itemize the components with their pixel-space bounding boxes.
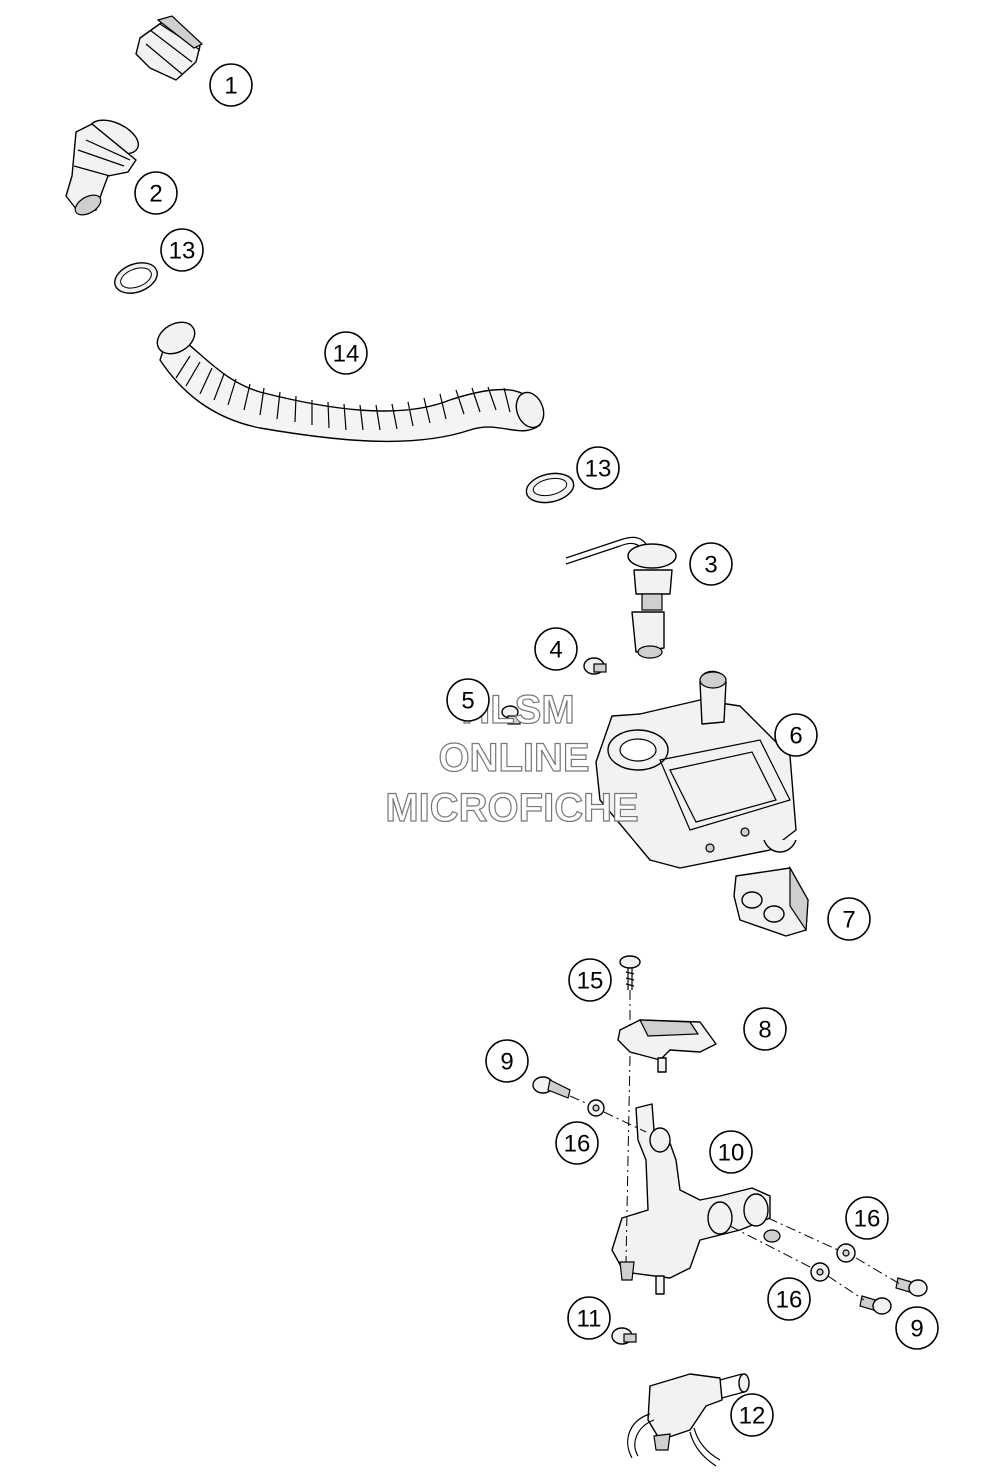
- watermark-line-2: ONLINE: [438, 736, 589, 780]
- part-14-hose: [156, 321, 545, 443]
- callout-12: 12: [730, 1393, 774, 1437]
- part-8-module: [617, 1019, 717, 1073]
- callout-15-label: 15: [577, 968, 604, 995]
- callout-7-label: 7: [842, 907, 855, 934]
- callout-16-right-upper-label: 16: [854, 1206, 881, 1233]
- part-9-bolt-left: [532, 1076, 571, 1099]
- callout-6-label: 6: [789, 723, 802, 750]
- callout-14-label: 14: [333, 341, 360, 368]
- callout-16-left-label: 16: [564, 1131, 591, 1158]
- callout-10-label: 10: [718, 1140, 745, 1167]
- callout-9-left: 9: [485, 1039, 529, 1083]
- part-13-clamp-upper: [114, 262, 158, 294]
- part-11-bolt: [611, 1327, 637, 1345]
- part-16-washer-left: [587, 1099, 605, 1117]
- callout-16-right-lower-label: 16: [776, 1287, 803, 1314]
- part-7-connector: [733, 865, 809, 937]
- callout-8-label: 8: [758, 1017, 771, 1044]
- callout-13-upper-label: 13: [169, 238, 196, 265]
- part-16-washer-right-upper: [836, 1243, 856, 1263]
- callout-5-label: 5: [461, 688, 474, 715]
- callout-13-lower-label: 13: [585, 456, 612, 483]
- callout-1-label: 1: [224, 73, 237, 100]
- callout-15: 15: [568, 958, 612, 1002]
- part-16-washer-right-lower: [810, 1262, 830, 1282]
- callout-11-label: 11: [577, 1306, 602, 1333]
- callout-16-left: 16: [555, 1121, 599, 1165]
- part-5-screw: [501, 705, 521, 725]
- watermark-line-3: MICROFICHE: [385, 786, 638, 830]
- callout-3: 3: [689, 542, 733, 586]
- callout-2: 2: [134, 171, 178, 215]
- part-9-bolt-right: [859, 1277, 928, 1315]
- part-1-cap: [135, 15, 204, 81]
- callout-3-label: 3: [704, 552, 717, 579]
- callout-13-lower: 13: [576, 446, 620, 490]
- callout-7: 7: [827, 897, 871, 941]
- callout-14: 14: [324, 331, 368, 375]
- callout-9-left-label: 9: [500, 1049, 513, 1076]
- callout-9-right-label: 9: [910, 1316, 923, 1343]
- callout-6: 6: [774, 713, 818, 757]
- callout-16-right-upper: 16: [845, 1196, 889, 1240]
- callout-4-label: 4: [549, 637, 562, 664]
- callout-2-label: 2: [149, 181, 162, 208]
- part-12-valve: [627, 1373, 750, 1467]
- callout-8: 8: [743, 1007, 787, 1051]
- callout-10: 10: [709, 1130, 753, 1174]
- callout-9-right: 9: [895, 1306, 939, 1350]
- part-3-sensor: [565, 536, 677, 659]
- part-13-clamp-lower: [525, 472, 575, 504]
- callout-1: 1: [209, 63, 253, 107]
- part-15-screw: [619, 955, 641, 990]
- callout-5: 5: [446, 678, 490, 722]
- part-6-tank: [595, 670, 797, 869]
- part-2-filler-neck: [65, 119, 139, 216]
- part-4-bolt: [583, 657, 607, 675]
- callout-4: 4: [534, 627, 578, 671]
- part-10-bracket: [611, 1103, 781, 1295]
- callout-12-label: 12: [739, 1403, 766, 1430]
- callout-11: 11: [567, 1296, 611, 1340]
- callout-13-upper: 13: [160, 228, 204, 272]
- assembly-lines: [569, 990, 901, 1301]
- callout-16-right-lower: 16: [767, 1277, 811, 1321]
